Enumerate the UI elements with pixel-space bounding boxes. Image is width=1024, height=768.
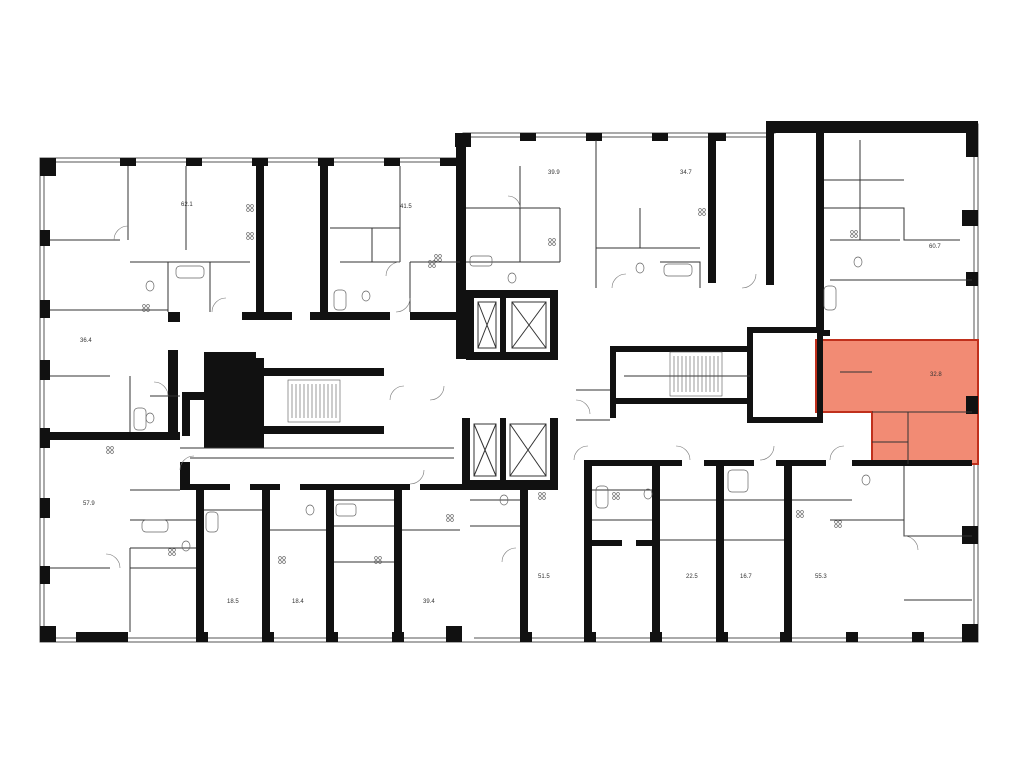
stove-icon: [834, 520, 842, 528]
stove-icon: [428, 260, 436, 268]
stove-icon: [278, 556, 286, 564]
left-stair: [287, 379, 341, 423]
highlighted-apartment[interactable]: [815, 339, 979, 465]
stove-icon: [246, 232, 254, 240]
area-labels: 62.1 41.5 39.9 34.7 60.7 36.4 32.8 57.9 …: [80, 170, 942, 605]
apt-area-60-7: 60.7: [929, 244, 941, 250]
apt-area-32-8: 32.8: [930, 372, 942, 378]
stove-icon: [698, 208, 706, 216]
apt-area-57-9: 57.9: [83, 501, 95, 507]
apt-area-16-7: 16.7: [740, 574, 752, 580]
stove-icon: [168, 548, 176, 556]
elevator-4: [509, 423, 547, 477]
apt-area-39-4: 39.4: [423, 599, 435, 605]
apt-area-55-3: 55.3: [815, 574, 827, 580]
apt-area-36-4: 36.4: [80, 338, 92, 344]
stove-icon: [142, 304, 150, 312]
stove-icon: [538, 492, 546, 500]
right-stair: [669, 351, 723, 397]
kitchen-stoves: [106, 204, 858, 564]
stove-icon: [106, 446, 114, 454]
apt-area-62-1: 62.1: [181, 202, 193, 208]
apt-area-39-9: 39.9: [548, 170, 560, 176]
stove-icon: [548, 238, 556, 246]
elevators: [473, 301, 547, 477]
stove-icon: [796, 510, 804, 518]
stove-icon: [246, 204, 254, 212]
bathroom-fixtures: [133, 255, 871, 552]
stove-icon: [446, 514, 454, 522]
apt-area-18-4: 18.4: [292, 599, 304, 605]
apt-area-41-5: 41.5: [400, 204, 412, 210]
stove-icon: [612, 492, 620, 500]
stove-icon: [374, 556, 382, 564]
stove-icon: [850, 230, 858, 238]
door-swings: [105, 195, 919, 569]
stairwells: [287, 351, 723, 423]
structural-walls: [40, 121, 978, 642]
apt-area-22-5: 22.5: [686, 574, 698, 580]
elevator-2: [511, 301, 547, 349]
interior-partitions: [50, 140, 972, 632]
apt-area-51-5: 51.5: [538, 574, 550, 580]
apt-area-18-5: 18.5: [227, 599, 239, 605]
elevator-1: [477, 301, 497, 349]
elevator-3: [473, 423, 497, 477]
apt-area-34-7: 34.7: [680, 170, 692, 176]
stove-icon: [434, 254, 442, 262]
